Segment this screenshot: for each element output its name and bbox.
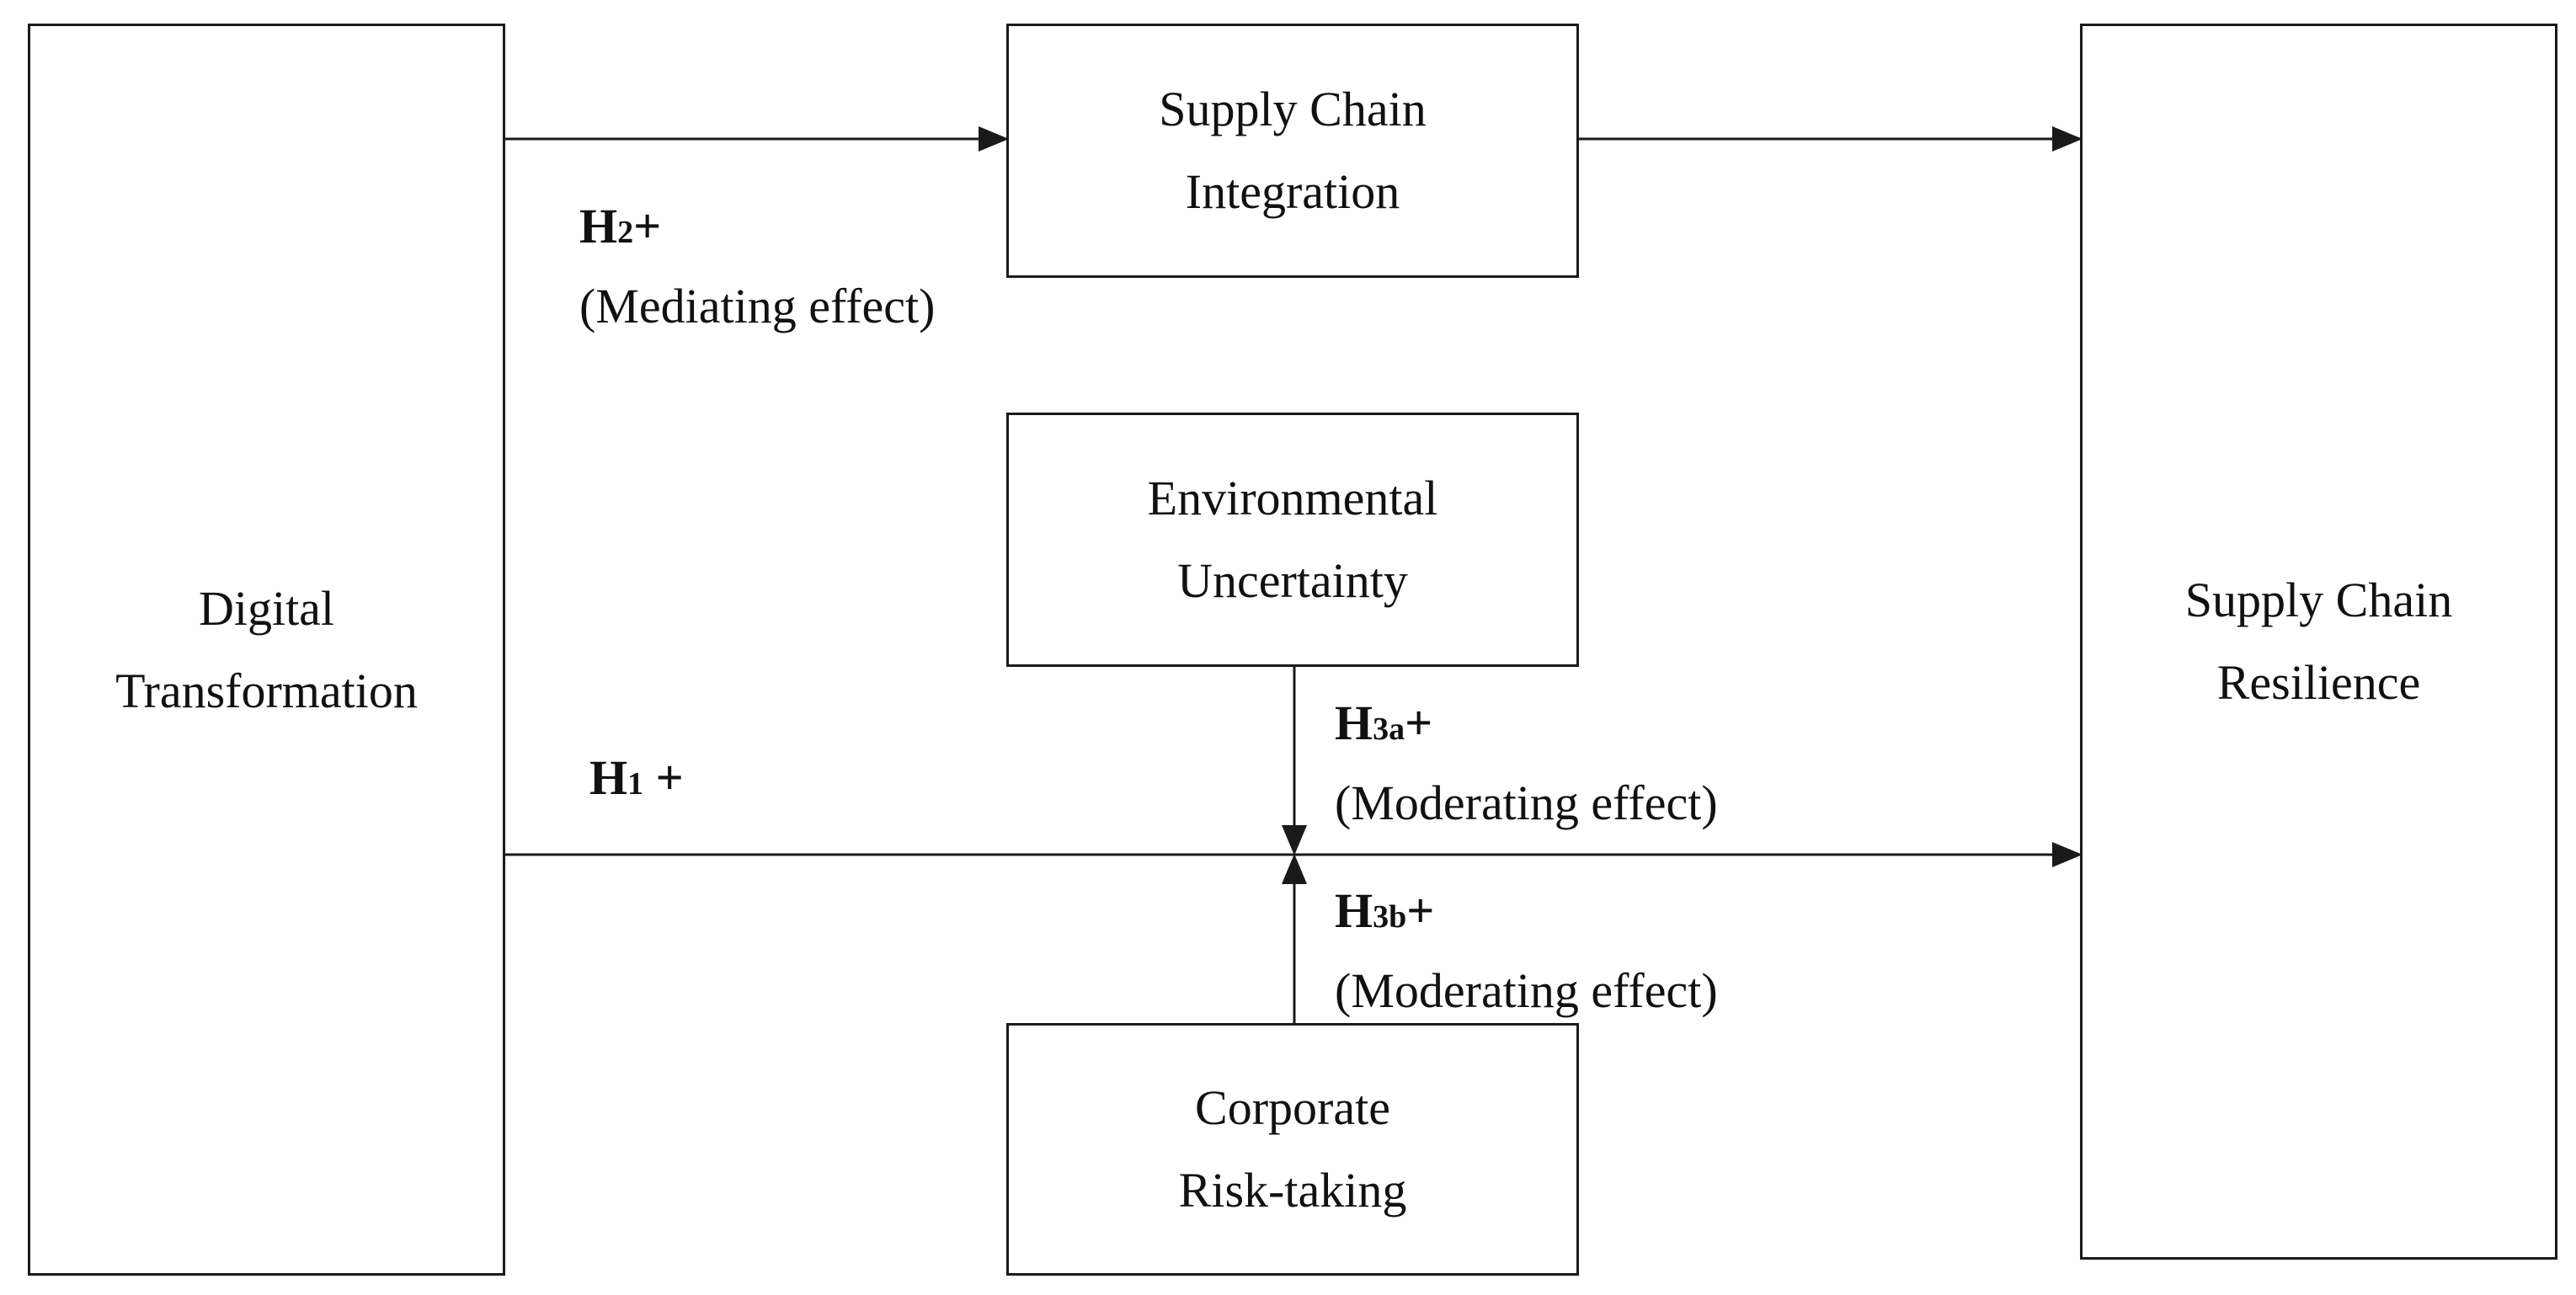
corporate-risk-taking-line2: Risk-taking: [1178, 1163, 1407, 1218]
box-supply-chain-resilience: Supply Chain Resilience: [2080, 24, 2557, 1260]
supply-chain-integration-line2: Integration: [1185, 164, 1400, 219]
supply-chain-resilience-line1: Supply Chain: [2184, 573, 2453, 627]
h3b-letter: H: [1335, 883, 1373, 938]
h3a-sign: +: [1405, 695, 1433, 750]
box-corporate-risk-taking: Corporate Risk-taking: [1006, 1023, 1579, 1276]
hypothesis-h3b-effect: (Moderating effect): [1335, 963, 1718, 1018]
h2-subscript: 2: [617, 215, 634, 250]
hypothesis-h3a-effect: (Moderating effect): [1335, 775, 1718, 830]
supply-chain-resilience-line2: Resilience: [2216, 655, 2421, 710]
box-supply-chain-integration: Supply Chain Integration: [1006, 24, 1579, 278]
h3a-letter: H: [1335, 695, 1373, 750]
h1-subscript: 1: [627, 766, 644, 802]
hypothesis-h1-label: H1 +: [589, 754, 684, 802]
box-digital-transformation: Digital Transformation: [28, 24, 505, 1276]
hypothesis-h2-effect: (Mediating effect): [579, 279, 936, 333]
box-environmental-uncertainty: Environmental Uncertainty: [1006, 413, 1579, 667]
supply-chain-integration-line1: Supply Chain: [1159, 82, 1427, 136]
h3b-sign: +: [1406, 883, 1435, 938]
h3b-subscript: 3b: [1373, 899, 1407, 935]
environmental-uncertainty-line2: Uncertainty: [1177, 553, 1408, 608]
environmental-uncertainty-line1: Environmental: [1147, 471, 1438, 525]
h2-letter: H: [579, 199, 618, 253]
digital-transformation-line1: Digital: [198, 580, 335, 636]
h1-letter: H: [589, 750, 628, 805]
hypothesis-h3a-label: H3a+: [1335, 699, 1432, 748]
digital-transformation-line2: Transformation: [115, 663, 418, 718]
h3a-subscript: 3a: [1373, 711, 1405, 747]
h2-sign: +: [633, 199, 662, 253]
corporate-risk-taking-line1: Corporate: [1195, 1080, 1390, 1135]
hypothesis-h3b-label: H3b+: [1335, 887, 1434, 935]
hypothesis-h2-label: H2+: [579, 202, 661, 251]
h1-sign: +: [643, 750, 684, 805]
